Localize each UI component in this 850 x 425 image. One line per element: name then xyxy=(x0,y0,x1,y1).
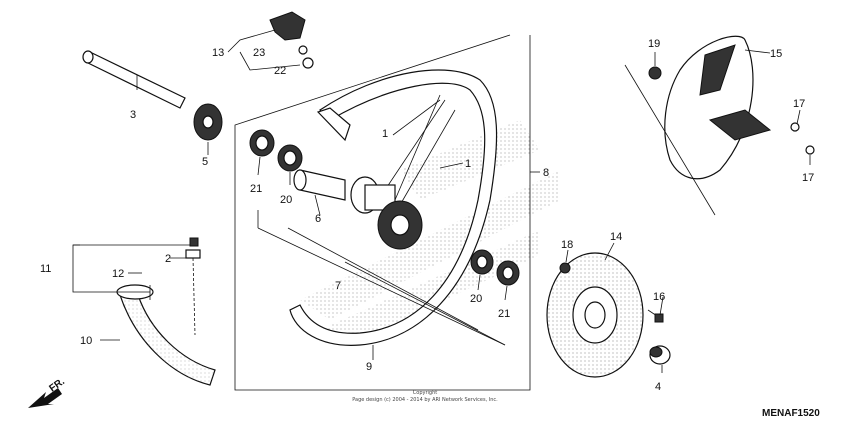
valve-part-2 xyxy=(185,237,201,336)
callout-5: 5 xyxy=(202,156,208,168)
callout-15: 15 xyxy=(770,48,782,60)
callout-8: 8 xyxy=(543,167,549,179)
callout-17: 17 xyxy=(793,98,805,110)
disc-cover-part-15 xyxy=(664,35,772,180)
bearing-part-21-left xyxy=(249,129,275,157)
callout-3: 3 xyxy=(130,109,136,121)
callout-20: 20 xyxy=(470,293,482,305)
callout-17: 17 xyxy=(802,172,814,184)
brake-disc-part-14 xyxy=(546,252,644,378)
tire-part-10 xyxy=(116,284,216,386)
callout-12: 12 xyxy=(112,268,124,280)
callout-18: 18 xyxy=(561,239,573,251)
bolt-part-17-upper xyxy=(790,122,800,132)
callout-16: 16 xyxy=(653,291,665,303)
bolt-part-16 xyxy=(647,309,664,323)
bolt-part-17-lower xyxy=(805,145,815,155)
callout-19: 19 xyxy=(648,38,660,50)
callout-21: 21 xyxy=(498,308,510,320)
callout-2: 2 xyxy=(165,253,171,265)
wheel-assembly-frame xyxy=(234,34,531,391)
callout-11: 11 xyxy=(40,263,51,275)
wheel-rim xyxy=(289,69,498,346)
leader-lines xyxy=(72,29,811,373)
diagram-code: MENAF1520 xyxy=(762,408,820,419)
callout-10: 10 xyxy=(80,335,92,347)
copyright-title: Copyright xyxy=(413,390,437,396)
nut-part-18 xyxy=(559,262,571,274)
callout-21: 21 xyxy=(250,183,262,195)
front-direction-arrow-icon xyxy=(28,388,62,408)
callout-13: 13 xyxy=(212,47,224,59)
callout-9: 9 xyxy=(366,361,372,373)
axle-part-3 xyxy=(82,50,186,109)
callout-1: 1 xyxy=(465,158,471,170)
collar-part-4 xyxy=(649,345,671,365)
callout-20: 20 xyxy=(280,194,292,206)
nut-part-22 xyxy=(302,57,314,69)
callout-22: 22 xyxy=(274,65,286,77)
bearing-part-20-left xyxy=(277,144,303,172)
callout-4: 4 xyxy=(655,381,661,393)
bearing-part-21-right xyxy=(496,260,520,286)
copyright-notice: Page design (c) 2004 - 2014 by ARI Netwo… xyxy=(352,397,498,403)
bearing-part-20-right xyxy=(470,249,494,275)
callout-23: 23 xyxy=(253,47,265,59)
spokes xyxy=(384,94,456,206)
callout-6: 6 xyxy=(315,213,321,225)
nut-part-19 xyxy=(648,66,662,80)
front-direction-label: FR. xyxy=(47,376,67,394)
side-collar-part-5 xyxy=(193,103,223,141)
callout-1: 1 xyxy=(382,128,388,140)
callout-7: 7 xyxy=(335,280,341,292)
collar-part-6 xyxy=(293,169,346,201)
wheel-hub xyxy=(350,176,423,250)
callout-14: 14 xyxy=(610,231,622,243)
sensor-bracket-part-23 xyxy=(269,11,306,41)
